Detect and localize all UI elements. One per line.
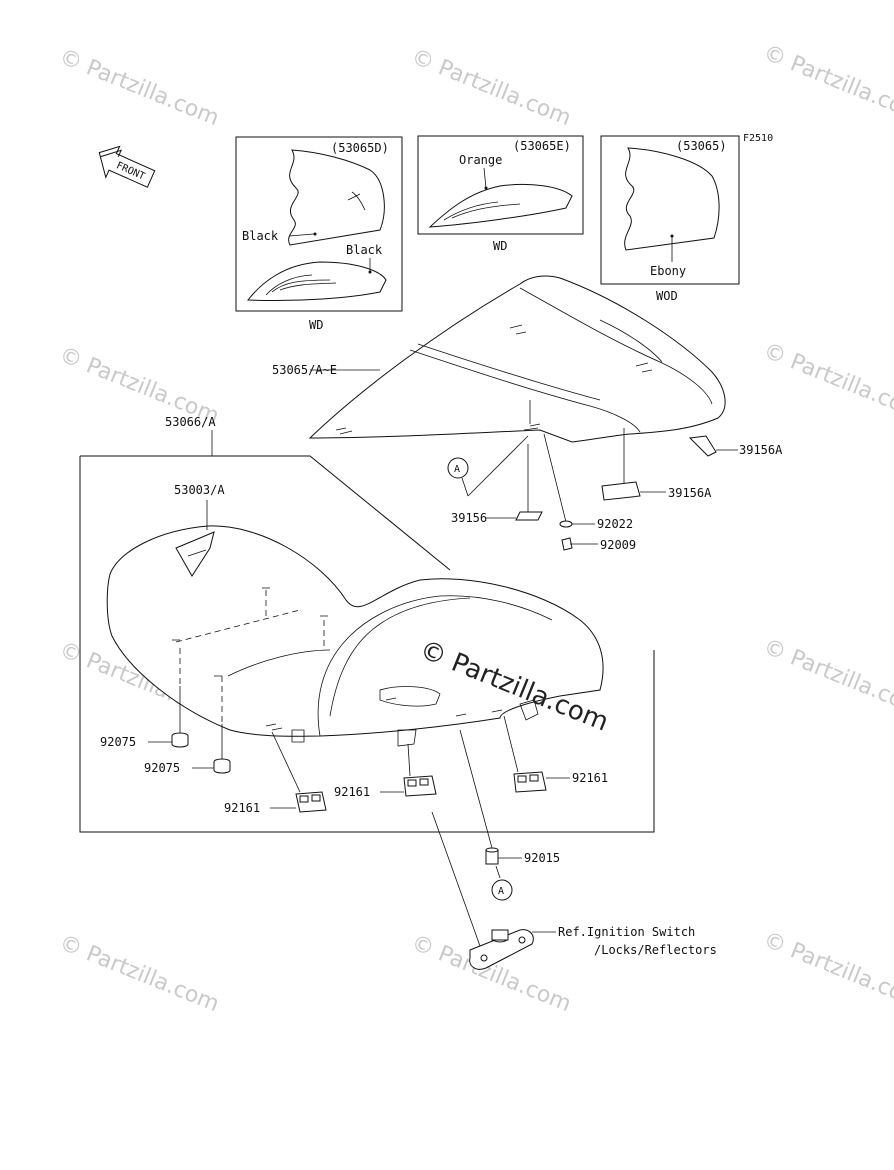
- label-92161-3: 92161: [572, 771, 608, 785]
- inset-frame: [235, 136, 403, 312]
- inset-part-number: (53065E): [513, 139, 571, 153]
- reference-note-line-2: /Locks/Reflectors: [594, 943, 717, 957]
- inset-53065d: (53065D) Black Black WD: [235, 136, 403, 332]
- bracket-92161-2: [380, 743, 437, 797]
- label-92075-2: 92075: [144, 761, 180, 775]
- label-92009: 92009: [600, 538, 636, 552]
- watermark: © Partzilla.com: [408, 44, 575, 131]
- washer-92022: [543, 433, 595, 528]
- ref-marker-label: A: [498, 886, 504, 897]
- ref-marker-a-upper: A: [447, 435, 529, 497]
- watermarks: © Partzilla.com © Partzilla.com © Partzi…: [56, 40, 894, 1017]
- rider-seat: [106, 525, 604, 747]
- ref-marker-label: A: [454, 464, 460, 475]
- seat-cowl: [308, 275, 726, 443]
- figure-code: F2510: [743, 133, 773, 144]
- inset-caption: WD: [493, 239, 507, 253]
- inset-part-number: (53065): [676, 139, 727, 153]
- watermark: © Partzilla.com: [760, 40, 894, 127]
- ref-marker-a-lower: A: [491, 879, 513, 901]
- inset-part-number: (53065D): [331, 141, 389, 155]
- callout-ebony: Ebony: [650, 264, 686, 278]
- watermark: © Partzilla.com: [760, 927, 894, 1014]
- label-92075-1: 92075: [100, 735, 136, 749]
- callout-orange: Orange: [459, 153, 502, 167]
- inset-caption: WD: [309, 318, 323, 332]
- seat-cowl-top-view: [624, 147, 720, 251]
- callout-black: Black: [242, 229, 279, 243]
- label-53065: 53065/A~E: [272, 363, 337, 377]
- inset-53065: (53065) Ebony WOD: [600, 135, 740, 303]
- watermark: © Partzilla.com: [56, 930, 223, 1017]
- inset-caption: WOD: [656, 289, 678, 303]
- seat-assembly-frame: [79, 456, 655, 833]
- watermark: © Partzilla.com: [760, 634, 894, 721]
- callout-black-2: Black: [346, 243, 383, 257]
- label-39156: 39156: [451, 511, 487, 525]
- bracket-92161-1: [270, 731, 327, 813]
- label-92161-1: 92161: [224, 801, 260, 815]
- inset-frame: [600, 135, 740, 285]
- label-53003: 53003/A: [174, 483, 225, 497]
- label-39156a-1: 39156A: [739, 443, 783, 457]
- clip-39156a-right: [688, 435, 738, 457]
- cowl-logo: [347, 191, 366, 211]
- seat-cowl-side-view: [247, 261, 387, 302]
- front-arrow-icon: FRONT: [98, 145, 156, 188]
- inset-frame: [417, 135, 584, 235]
- label-92022: 92022: [597, 517, 633, 531]
- seat-cowl-top-view: [288, 149, 385, 246]
- bracket-92161-3: [503, 715, 570, 793]
- watermark: © Partzilla.com: [760, 338, 894, 425]
- reference-note-line-1: Ref.Ignition Switch: [558, 925, 695, 939]
- screw-92009: [561, 537, 598, 551]
- damper-92075-1: [148, 686, 189, 748]
- strip-39156: [486, 444, 543, 521]
- collar-92015: [459, 729, 522, 879]
- label-92161-2: 92161: [334, 785, 370, 799]
- watermark: © Partzilla.com: [56, 44, 223, 131]
- ignition-lock-plate: [431, 811, 556, 970]
- pad-39156a: [601, 481, 666, 501]
- damper-92075-2: [192, 724, 231, 774]
- seat-cowl-assembly: [308, 275, 726, 484]
- label-39156a-2: 39156A: [668, 486, 712, 500]
- inset-53065e: (53065E) Orange WD: [417, 135, 584, 253]
- label-53066: 53066/A: [165, 415, 216, 429]
- label-92015: 92015: [524, 851, 560, 865]
